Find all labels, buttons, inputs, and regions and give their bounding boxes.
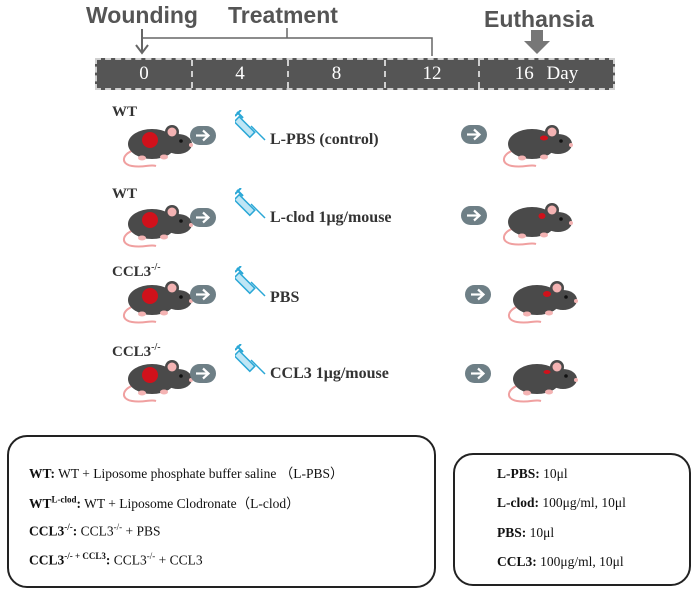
treatment-2: L-clod 1μg/mouse — [270, 209, 392, 226]
down-arrow-icon — [524, 30, 550, 54]
legend-colon: : — [50, 466, 56, 481]
legend-left-row-3: CCL3-/-: CCL3-/- + PBS — [29, 522, 161, 540]
legend-right-row-4: CCL3: 100μg/ml, 10μl — [497, 554, 624, 570]
dose-text: 10μl — [526, 525, 555, 540]
treatment-4: CCL3 1μg/mouse — [270, 365, 389, 382]
legend-text-sup: -/- — [113, 522, 123, 532]
timeline-day-8: 8 — [331, 63, 342, 84]
legend-text: WT + Liposome Clodronate（L-clod） — [81, 496, 300, 511]
timeline-day-16-value: 16 — [514, 63, 534, 84]
legend-term: WT — [29, 496, 52, 511]
legend-text: CCL3 — [77, 523, 114, 539]
mouse-icon — [507, 359, 579, 403]
dose-legend: L-PBS: 10μl L-clod: 100μg/ml, 10μl PBS: … — [453, 453, 691, 586]
timeline-unit: Day — [546, 63, 579, 84]
timeline-day-12: 12 — [422, 63, 442, 84]
timeline-day-0: 0 — [139, 63, 149, 84]
legend-left-row-2: WTL-clod: WT + Liposome Clodronate（L-clo… — [29, 492, 300, 512]
group-3-sup: -/- — [151, 262, 161, 273]
dose-text: 100μg/ml, 10μl — [536, 554, 624, 569]
legend-left-row-1: WT: WT + Liposome phosphate buffer salin… — [29, 462, 343, 482]
group-2-name: WT — [112, 186, 138, 202]
mouse-icon — [122, 280, 194, 324]
syringe-icon — [235, 266, 266, 297]
legend-term: CCL3 — [29, 552, 65, 568]
right-arrow-icon — [190, 285, 216, 304]
group-label-2: WT — [112, 186, 137, 203]
legend-right-row-3: PBS: 10μl — [497, 525, 554, 541]
dose-text: 100μg/ml, 10μl — [539, 495, 626, 510]
treatment-label: Treatment — [228, 2, 338, 28]
treatment-1: L-PBS (control) — [270, 131, 379, 148]
dose-term: PBS: — [497, 525, 527, 540]
legend-colon: : — [72, 523, 78, 539]
right-arrow-icon — [190, 126, 216, 145]
legend-colon: : — [76, 496, 82, 511]
timeline-day-16: 16 Day — [480, 60, 613, 88]
treatment-bracket — [141, 28, 433, 56]
right-arrow-icon — [461, 125, 487, 144]
group-4-name: CCL3 — [112, 344, 152, 360]
legend-left-row-4: CCL3-/- + CCL3: CCL3-/- + CCL3 — [29, 551, 203, 569]
dose-term: L-PBS: — [497, 466, 540, 481]
timeline-bar: 0 4 8 12 16 Day — [95, 58, 615, 90]
group-3-name: CCL3 — [112, 264, 152, 280]
legend-right-row-1: L-PBS: 10μl — [497, 466, 568, 482]
legend-text: + PBS — [122, 523, 161, 539]
euthansia-label: Euthansia — [484, 6, 594, 32]
dose-text: 10μl — [539, 466, 568, 481]
mouse-icon — [122, 124, 194, 168]
legend-colon: : — [105, 552, 111, 568]
mouse-icon — [507, 280, 579, 324]
mouse-icon — [122, 204, 194, 248]
right-arrow-icon — [190, 364, 216, 383]
right-arrow-icon — [190, 208, 216, 227]
right-arrow-icon — [465, 364, 491, 383]
treatment-3: PBS — [270, 289, 300, 306]
legend-text: WT + Liposome phosphate buffer saline （L… — [55, 466, 344, 481]
timeline-day-4: 4 — [235, 63, 245, 84]
group-label-1: WT — [112, 104, 137, 121]
mouse-icon — [122, 359, 194, 403]
legend-right-row-2: L-clod: 100μg/ml, 10μl — [497, 495, 626, 511]
dose-term: CCL3: — [497, 554, 537, 569]
legend-term: WT — [29, 466, 51, 481]
syringe-icon — [235, 344, 266, 375]
timeline-annotations — [135, 28, 550, 56]
legend-term-sup: L-clod — [51, 494, 77, 505]
legend-text: CCL3 — [110, 552, 147, 568]
group-label-3: CCL3-/- — [112, 262, 161, 281]
group-4-sup: -/- — [151, 342, 161, 353]
syringe-icon — [235, 110, 266, 141]
syringe-icon — [235, 188, 266, 219]
wounding-label: Wounding — [86, 2, 198, 28]
legend-text-sup: -/- — [146, 551, 156, 561]
group-1-name: WT — [112, 104, 138, 120]
legend-term-sup: -/- + CCL3 — [64, 551, 106, 561]
legend-term-sup: -/- — [64, 522, 73, 532]
group-label-4: CCL3-/- — [112, 342, 161, 361]
right-arrow-icon — [465, 285, 491, 304]
mouse-icon — [502, 202, 574, 246]
legend-text: + CCL3 — [155, 552, 203, 568]
dose-term: L-clod: — [497, 495, 539, 510]
legend-term: CCL3 — [29, 523, 65, 539]
right-arrow-icon — [461, 206, 487, 225]
group-legend: WT: WT + Liposome phosphate buffer salin… — [7, 435, 436, 588]
mouse-icon — [502, 124, 574, 168]
